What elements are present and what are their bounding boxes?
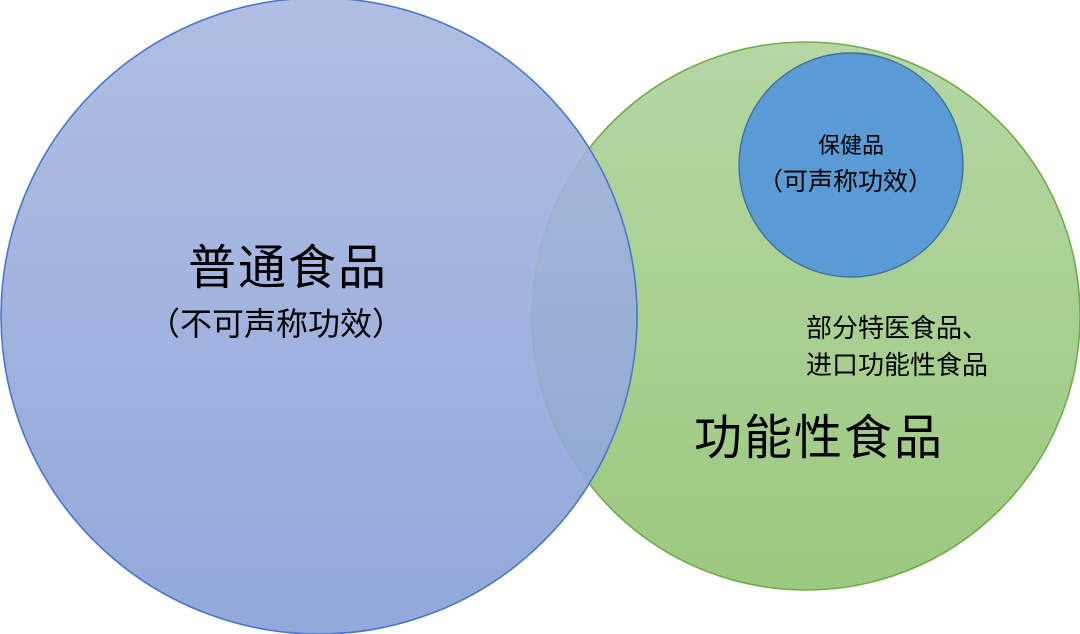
functional-food-note-line2: 进口功能性食品 — [806, 351, 989, 381]
regular-food-subtitle: （不可声称功效） — [148, 305, 405, 343]
functional-food-note-line1: 部分特医食品、 — [806, 314, 989, 344]
functional-food-title: 功能性食品 — [694, 410, 945, 466]
health-food-title: 保健品 — [818, 134, 885, 159]
regular-food-title: 普通食品 — [188, 240, 389, 296]
health-food-circle — [738, 52, 964, 278]
regular-food-circle — [0, 0, 638, 634]
health-food-subtitle: （可声称功效） — [758, 167, 934, 196]
